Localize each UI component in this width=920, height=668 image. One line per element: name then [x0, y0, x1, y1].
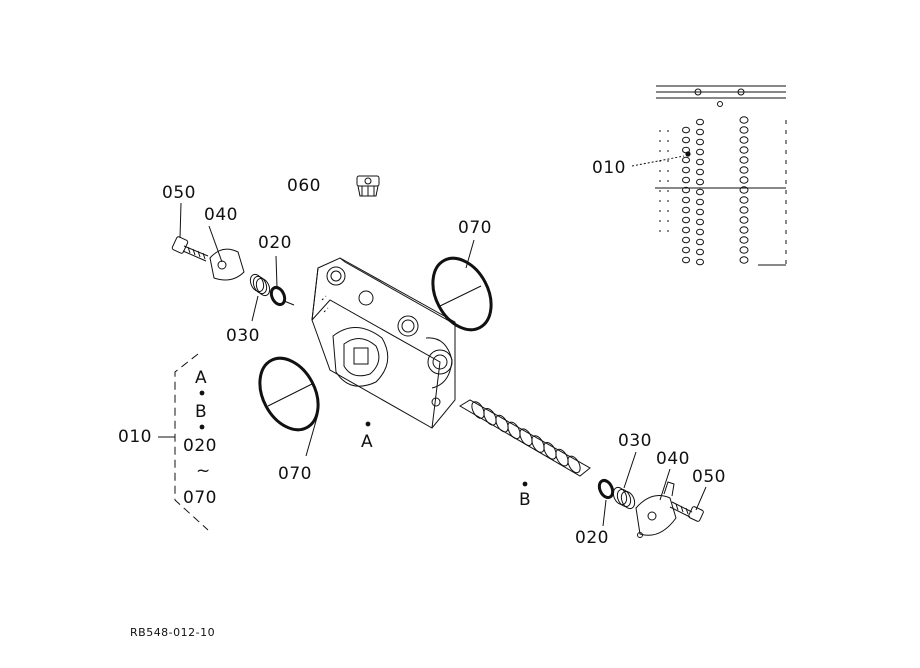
collar-030-right — [612, 486, 636, 510]
inset-spring-coil — [682, 176, 690, 184]
inset-spring-coil — [696, 198, 704, 206]
o-ring-070-top — [431, 256, 493, 332]
inset-spring-coil — [696, 228, 704, 236]
inset-spring-coil — [739, 176, 749, 184]
o-ring-070-bottom — [258, 356, 320, 432]
spool-land — [543, 442, 557, 460]
bracket-item-a: A — [195, 368, 208, 388]
bracket-item-tilde: ~ — [196, 461, 211, 481]
inset-spring-coil — [739, 246, 749, 254]
inset-spring-coil — [682, 226, 690, 234]
label-070-top: 070 — [458, 218, 492, 238]
inset-spring-coil — [682, 206, 690, 214]
label-030-right: 030 — [618, 431, 652, 451]
bracket-item-b: B — [195, 402, 208, 422]
inset-spring-coil — [739, 236, 749, 244]
inset-spring-coil — [739, 196, 749, 204]
inset-spring-coil — [739, 146, 749, 154]
spool-land — [495, 414, 509, 433]
bracket-item-070: 070 — [183, 488, 217, 508]
label-020-left: 020 — [258, 233, 292, 253]
label-030-left: 030 — [226, 326, 260, 346]
inset-spring-coil — [696, 218, 704, 226]
reference-dots — [199, 151, 691, 487]
label-050-left: 050 — [162, 183, 196, 203]
bolt-050-left — [171, 236, 209, 262]
spool-land — [531, 435, 545, 453]
label-070-bottom: 070 — [278, 464, 312, 484]
plug-060 — [356, 175, 380, 197]
inset-spring-coil — [696, 178, 704, 186]
collar-030-left — [249, 273, 271, 297]
spool-land — [555, 448, 569, 467]
inset-spring-coil — [739, 126, 749, 134]
inset-spring-coil — [682, 196, 690, 204]
spool-land — [483, 408, 497, 426]
label-020-right: 020 — [575, 528, 609, 548]
label-010-right: 010 — [592, 158, 626, 178]
inset-spring-coil — [696, 168, 704, 176]
inset-spring-coil — [696, 238, 704, 246]
inset-spring-coil — [739, 136, 749, 144]
o-ring-020-right — [597, 478, 615, 500]
group-bracket-010 — [174, 353, 209, 531]
inset-spring-coil — [696, 258, 704, 266]
cover-040-left — [209, 248, 245, 281]
inset-spring-coil — [682, 186, 690, 194]
spool-land — [507, 421, 521, 440]
inset-spring-coil — [696, 158, 704, 166]
label-010-left: 010 — [118, 427, 152, 447]
inset-spring-coil — [739, 206, 749, 214]
inset-spring-coil — [696, 188, 704, 196]
spool-land — [567, 455, 581, 474]
valve-body — [311, 257, 459, 429]
o-ring-020-left — [269, 285, 287, 307]
bolt-050-right — [669, 501, 704, 522]
label-point-a: A — [361, 432, 374, 452]
label-point-b: B — [519, 490, 532, 510]
spool-land — [519, 428, 533, 446]
leader-lines — [158, 155, 707, 527]
inset-spring-coil — [682, 126, 690, 134]
label-040-right: 040 — [656, 449, 690, 469]
label-050-right: 050 — [692, 467, 726, 487]
inset-spring-coil — [696, 248, 704, 256]
spool-land — [471, 401, 485, 419]
spool — [459, 399, 591, 477]
inset-spring-coil — [682, 216, 690, 224]
inset-spring-coil — [682, 156, 690, 164]
inset-spring-coil — [739, 166, 749, 174]
label-040-left: 040 — [204, 205, 238, 225]
inset-spring-coil — [739, 226, 749, 234]
inset-spring-coil — [696, 208, 704, 216]
inset-spring-coil — [739, 216, 749, 224]
label-060: 060 — [287, 176, 321, 196]
inset-spring-coil — [682, 136, 690, 144]
bracket-item-020: 020 — [183, 436, 217, 456]
inset-spring-coil — [739, 156, 749, 164]
inset-valve-stack — [655, 85, 787, 266]
inset-spring-coil — [682, 246, 690, 254]
inset-spring-coil — [682, 236, 690, 244]
inset-spring-coil — [696, 118, 704, 126]
inset-spring-coil — [696, 138, 704, 146]
reference-code: RB548-012-10 — [130, 626, 216, 639]
inset-spring-coil — [696, 148, 704, 156]
cover-040-right — [635, 481, 677, 538]
inset-spring-coil — [682, 256, 690, 264]
inset-spring-coil — [739, 116, 749, 124]
inset-spring-coil — [696, 128, 704, 136]
inset-spring-coil — [682, 166, 690, 174]
inset-spring-coil — [739, 256, 749, 264]
inset-spring-coil — [739, 186, 749, 194]
